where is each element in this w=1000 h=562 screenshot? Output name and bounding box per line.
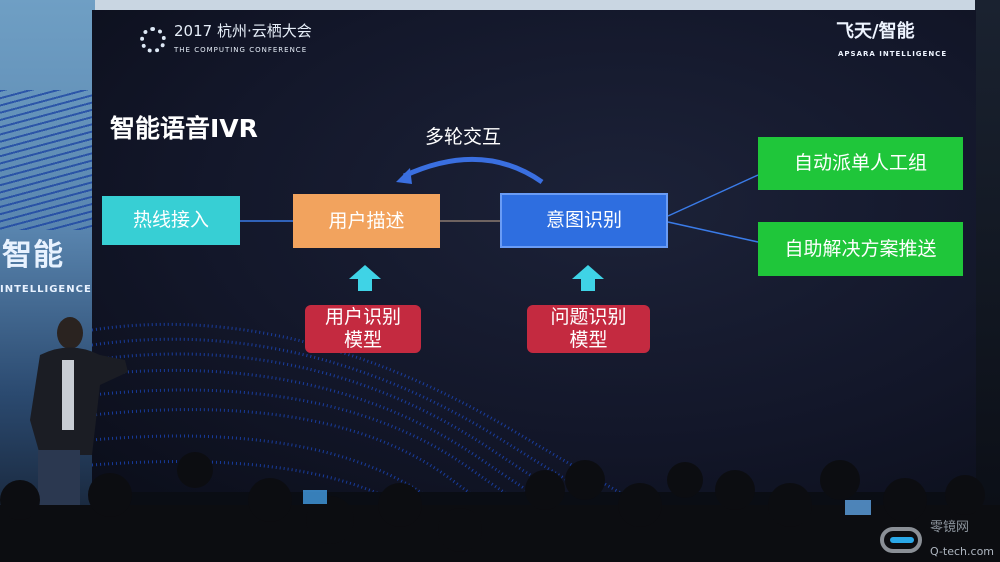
right-wall <box>975 0 1000 562</box>
conference-subtitle: THE COMPUTING CONFERENCE <box>174 46 308 54</box>
up-arrow-stem <box>581 279 595 291</box>
diagram-connectors <box>240 156 759 243</box>
stage-wall <box>0 0 95 562</box>
brand-subtitle: APSARA INTELLIGENCE <box>838 50 948 58</box>
loop-label: 多轮交互 <box>425 126 502 148</box>
ceiling <box>95 0 1000 10</box>
connector-line <box>667 221 759 243</box>
user-description-box: 用户描述 <box>293 194 440 248</box>
conference-logo-icon <box>140 27 166 53</box>
blue-swirl-decoration <box>92 322 623 492</box>
brand-title: 飞天/智能 <box>836 21 915 42</box>
user-model-box: 用户识别模型 <box>305 305 421 353</box>
hotline-box: 热线接入 <box>102 196 240 245</box>
self-service-box: 自助解决方案推送 <box>758 222 963 276</box>
watermark-logo-icon <box>880 527 922 553</box>
up-arrow-stem <box>358 279 372 291</box>
conference-title: 2017 杭州·云栖大会 <box>174 22 312 40</box>
connector-line <box>667 174 759 217</box>
up-arrow-icon <box>572 265 604 279</box>
phone-screen <box>845 500 871 515</box>
wall-decoration <box>0 90 95 230</box>
loop-arrow <box>402 156 544 185</box>
phone-screen <box>303 490 327 504</box>
loop-arrowhead <box>396 168 412 184</box>
intent-recognition-box: 意图识别 <box>500 193 668 248</box>
wall-text: 智能 <box>2 238 64 273</box>
auto-dispatch-box: 自动派单人工组 <box>758 137 963 190</box>
projection-screen: 2017 杭州·云栖大会 THE COMPUTING CONFERENCE 飞天… <box>92 10 976 492</box>
question-model-box: 问题识别模型 <box>527 305 650 353</box>
watermark-url: Q-tech.com <box>930 545 995 558</box>
watermark-logo-bar <box>890 537 914 543</box>
up-arrow-icon <box>349 265 381 279</box>
wall-subtext: INTELLIGENCE <box>0 284 92 295</box>
slide-title: 智能语音IVR <box>110 114 258 143</box>
watermark-name: 零镜网 <box>930 520 970 535</box>
